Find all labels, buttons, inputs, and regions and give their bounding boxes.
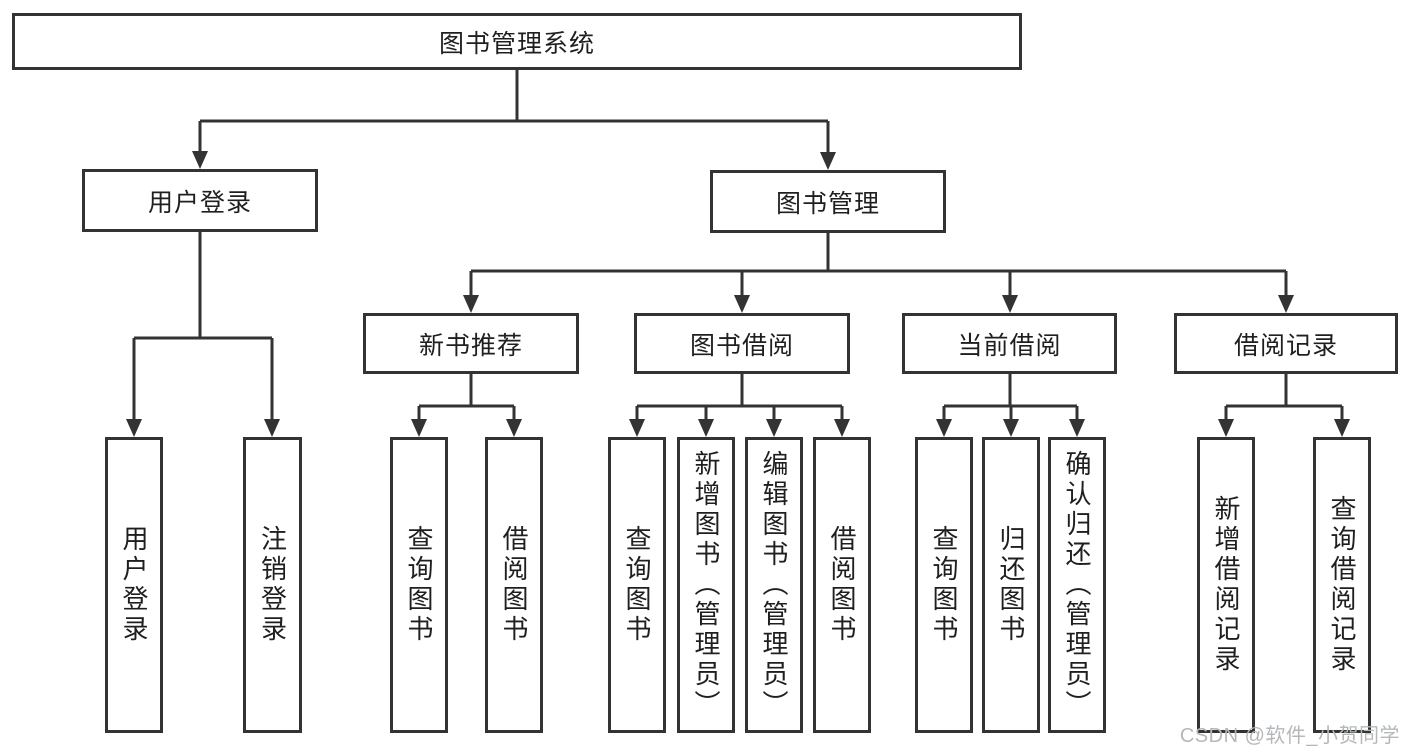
leaf-borrow-borrow-books: 借阅图书 [813, 437, 871, 733]
leaf-user-login-label: 用户登录 [119, 525, 149, 645]
leaf-record-add-borrow-record: 新增借阅记录 [1197, 437, 1255, 733]
leaf-current-return-books: 归还图书 [982, 437, 1040, 733]
leaf-record-query-borrow-record-label: 查询借阅记录 [1327, 495, 1357, 675]
leaf-borrow-query-books-label: 查询图书 [622, 525, 652, 645]
node-borrow-record-label: 借阅记录 [1233, 331, 1338, 360]
connector-userlogin-to-leaves [132, 232, 274, 422]
node-book-borrow: 图书借阅 [634, 313, 850, 374]
connector-bookborrow-to-leaves [635, 374, 844, 422]
node-new-book-recommend: 新书推荐 [363, 313, 579, 374]
leaf-user-login: 用户登录 [105, 437, 163, 733]
connector-newbooks-to-leaves [417, 374, 516, 422]
arrowheads [126, 151, 1350, 437]
leaf-newbook-query-books-label: 查询图书 [404, 525, 434, 645]
leaf-borrow-edit-books-admin-label: 编辑图书（管理员） [759, 450, 789, 720]
node-root-label: 图书管理系统 [438, 29, 595, 58]
node-user-login-label: 用户登录 [147, 188, 252, 217]
leaf-newbook-query-books: 查询图书 [390, 437, 448, 733]
leaf-current-confirm-return-admin: 确认归还（管理员） [1048, 437, 1106, 733]
leaf-current-confirm-return-admin-label: 确认归还（管理员） [1062, 450, 1092, 720]
leaf-logout: 注销登录 [243, 437, 302, 733]
leaf-newbook-borrow-books: 借阅图书 [485, 437, 543, 733]
node-root: 图书管理系统 [12, 13, 1022, 70]
connector-root-to-level2 [198, 70, 830, 154]
node-new-book-recommend-label: 新书推荐 [418, 331, 523, 360]
leaf-borrow-edit-books-admin: 编辑图书（管理员） [745, 437, 803, 733]
node-book-management-label: 图书管理 [775, 189, 880, 218]
watermark: CSDN @软件_小贺同学 [1179, 725, 1400, 747]
leaf-borrow-add-books-admin-label: 新增图书（管理员） [691, 450, 721, 720]
connector-borrowrecord-to-leaves [1224, 374, 1344, 422]
node-book-borrow-label: 图书借阅 [689, 331, 794, 360]
node-user-login: 用户登录 [82, 169, 318, 232]
leaf-current-query-books-label: 查询图书 [929, 525, 959, 645]
leaf-borrow-add-books-admin: 新增图书（管理员） [677, 437, 735, 733]
node-current-borrow: 当前借阅 [902, 313, 1117, 374]
connector-bookmgmt-to-level3 [469, 233, 1288, 298]
leaf-record-query-borrow-record: 查询借阅记录 [1313, 437, 1371, 733]
node-current-borrow-label: 当前借阅 [957, 331, 1062, 360]
leaf-current-query-books: 查询图书 [915, 437, 973, 733]
leaf-logout-label: 注销登录 [257, 525, 288, 645]
leaf-record-add-borrow-record-label: 新增借阅记录 [1211, 495, 1241, 675]
leaf-newbook-borrow-books-label: 借阅图书 [499, 525, 529, 645]
leaf-current-return-books-label: 归还图书 [996, 525, 1026, 645]
leaf-borrow-borrow-books-label: 借阅图书 [827, 525, 857, 645]
leaf-borrow-query-books: 查询图书 [608, 437, 666, 733]
node-borrow-record: 借阅记录 [1174, 313, 1398, 374]
connector-currentborrow-to-leaves [942, 374, 1079, 422]
node-book-management: 图书管理 [710, 170, 946, 233]
